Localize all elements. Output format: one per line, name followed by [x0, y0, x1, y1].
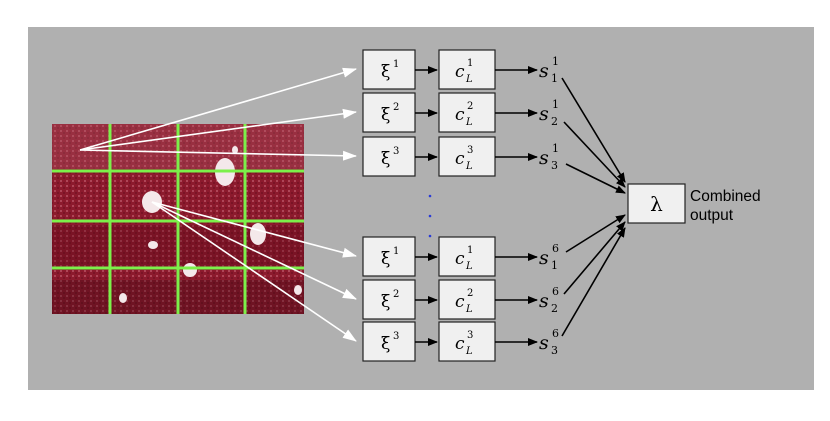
classifier-subscript: L — [465, 161, 473, 172]
score-symbol: s — [539, 247, 549, 269]
patch-arrow-bottom-3 — [151, 201, 357, 342]
classifier-box — [438, 49, 496, 90]
score-symbol: s — [539, 147, 549, 169]
feature-superscript: 3 — [393, 146, 399, 157]
combiner-label-line1: Combined — [690, 188, 761, 205]
classifier-subscript: L — [465, 261, 473, 272]
combiner-label-line2: output — [690, 207, 734, 224]
classifier-subscript: L — [465, 74, 473, 85]
score-symbol: s — [539, 290, 549, 312]
grid-lines — [52, 124, 304, 314]
classifier-box — [438, 136, 496, 177]
feature-superscript: 1 — [393, 246, 399, 257]
classifier-subscript: L — [465, 346, 473, 357]
score-subscript: 2 — [551, 115, 558, 128]
feature-box — [362, 279, 416, 320]
classifier-subscript: L — [465, 117, 473, 128]
score-subscript: 3 — [551, 344, 558, 357]
classifier-superscript: 1 — [467, 245, 473, 256]
score-subscript: 3 — [551, 159, 558, 172]
classifier-box — [438, 92, 496, 133]
feature-superscript: 2 — [393, 102, 399, 113]
patch-arrow-top-3 — [79, 149, 357, 161]
feature-symbol: ξ — [381, 149, 390, 169]
classifier-superscript: 1 — [467, 58, 473, 69]
classifier-superscript: 2 — [467, 101, 473, 112]
ellipsis — [428, 194, 432, 238]
score-superscript: 1 — [552, 142, 559, 155]
classifier-symbol: c — [455, 334, 465, 354]
score-superscript: 6 — [552, 285, 559, 298]
classifier-box — [438, 279, 496, 320]
combiner: λ Combined output — [627, 183, 761, 224]
score-subscript: 2 — [551, 302, 558, 315]
score-superscript: 1 — [552, 55, 559, 68]
feature-box — [362, 136, 416, 177]
feature-superscript: 2 — [393, 289, 399, 300]
score-to-combiner-arrows — [561, 77, 626, 337]
classifier-superscript: 3 — [467, 330, 473, 341]
score-superscript: 1 — [552, 98, 559, 111]
feature-superscript: 3 — [393, 331, 399, 342]
classifier-symbol: c — [455, 249, 465, 269]
score-subscript: 1 — [551, 72, 558, 85]
feature-box — [362, 236, 416, 277]
patch-arrow-top-1 — [79, 67, 357, 151]
feature-symbol: ξ — [381, 292, 390, 312]
patch-arrow-top-2 — [79, 108, 357, 151]
classifier-box — [438, 236, 496, 277]
score-superscript: 6 — [552, 242, 559, 255]
patch-arrow-bottom-2 — [151, 201, 357, 300]
score-symbol: s — [539, 60, 549, 82]
feature-symbol: ξ — [381, 334, 390, 354]
score-subscript: 1 — [551, 259, 558, 272]
classifier-superscript: 3 — [467, 145, 473, 156]
score-symbol: s — [539, 332, 549, 354]
classifier-symbol: c — [455, 149, 465, 169]
score-superscript: 6 — [552, 327, 559, 340]
patch-arrows — [79, 67, 357, 342]
score-symbol: s — [539, 103, 549, 125]
classifier-superscript: 2 — [467, 288, 473, 299]
patch-arrow-bottom-1 — [151, 201, 357, 258]
feature-symbol: ξ — [381, 105, 390, 125]
combiner-box — [627, 183, 686, 224]
combiner-symbol: λ — [650, 192, 663, 216]
classifier-symbol: c — [455, 292, 465, 312]
classifier-symbol: c — [455, 62, 465, 82]
classifier-subscript: L — [465, 304, 473, 315]
classifier-symbol: c — [455, 105, 465, 125]
feature-superscript: 1 — [393, 59, 399, 70]
feature-symbol: ξ — [381, 249, 390, 269]
feature-symbol: ξ — [381, 62, 390, 82]
